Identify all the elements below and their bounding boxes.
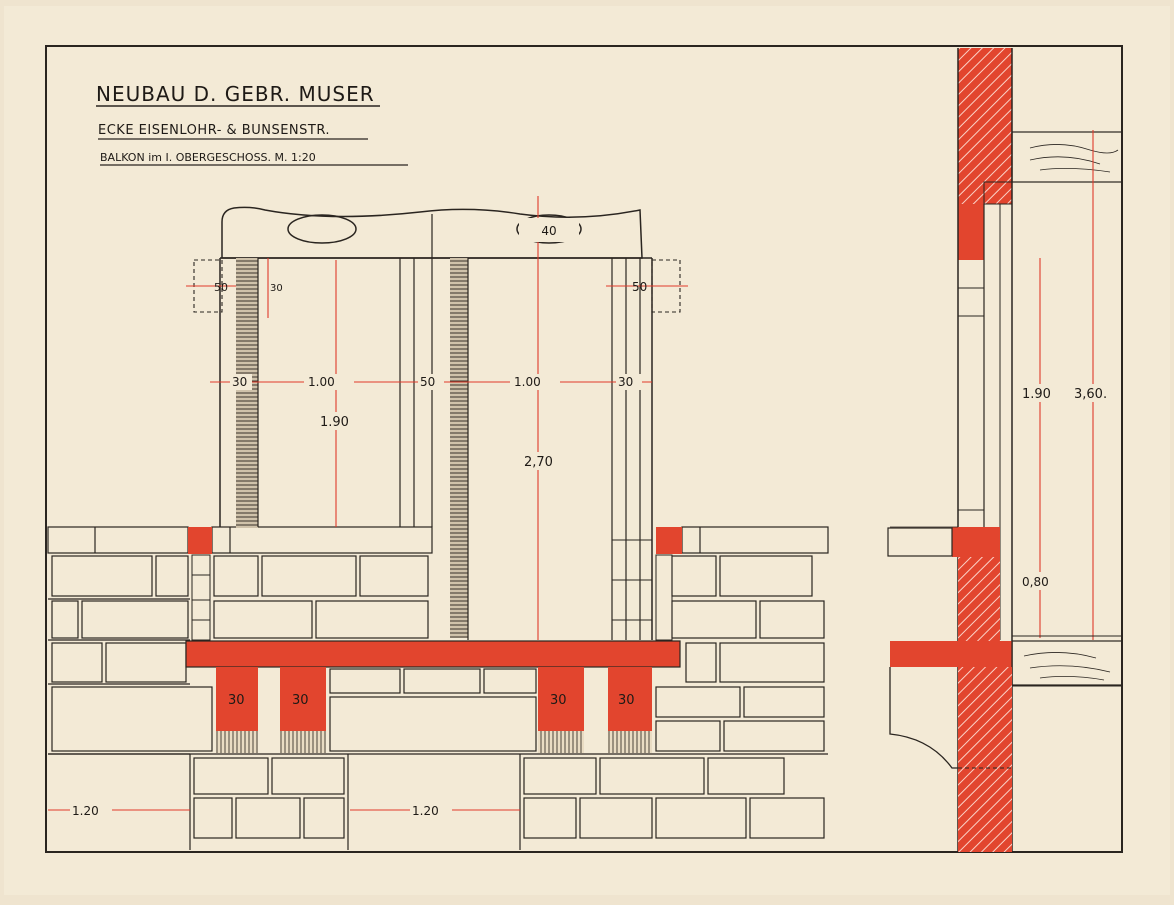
dim-100-b: 1.00 <box>514 375 541 389</box>
section-sill <box>952 527 1000 557</box>
wall-cap-right <box>656 527 682 554</box>
brackets <box>216 667 652 753</box>
dim-360: 3,60. <box>1074 387 1107 402</box>
dim-190-front: 1.90 <box>320 415 349 430</box>
bracket-4 <box>608 667 652 731</box>
jamb-left <box>236 258 258 528</box>
dim-100-a: 1.00 <box>308 375 335 389</box>
dim-30-top: 30 <box>270 283 283 294</box>
title-line-3: BALKON im I. OBERGESCHOSS. M. 1:20 <box>100 151 316 164</box>
dim-50-left: 50 <box>214 281 228 294</box>
bracket-2 <box>280 667 326 731</box>
bracket-label-4: 30 <box>618 693 635 708</box>
dim-50-right: 50 <box>632 280 647 294</box>
dim-120-left: 1.20 <box>72 804 99 818</box>
section-bracket-profile <box>889 667 958 769</box>
bracket-3 <box>538 667 584 731</box>
basement-masonry <box>48 753 828 850</box>
bracket-1 <box>216 667 258 731</box>
ceiling-joist-upper <box>1011 131 1123 183</box>
bracket-label-2: 30 <box>292 693 309 708</box>
dim-120-right: 1.20 <box>412 804 439 818</box>
dim-190-side: 1.90 <box>1022 387 1051 402</box>
section-wall-upper <box>958 48 1012 204</box>
bracket-label-1: 30 <box>228 693 245 708</box>
wall-cap-left <box>188 527 212 554</box>
dim-080: 0,80 <box>1022 575 1049 589</box>
drawing-frame <box>45 45 1123 853</box>
dim-50-mid: 50 <box>420 375 435 389</box>
title-line-1: NEUBAU D. GEBR. MUSER <box>96 82 375 106</box>
section-wall-lower <box>958 667 1012 852</box>
balcony-door-frame <box>191 206 681 641</box>
transom-ornament-right <box>516 214 582 244</box>
section-slab <box>890 641 1012 667</box>
dim-270: 2,70 <box>524 455 553 470</box>
title-block: NEUBAU D. GEBR. MUSER ECKE EISENLOHR- & … <box>96 82 408 166</box>
floor-joist-lower <box>1011 640 1123 686</box>
mullion-hatched <box>450 258 468 638</box>
title-line-2: ECKE EISENLOHR- & BUNSENSTR. <box>98 123 330 138</box>
dim-40: 40 <box>541 224 556 238</box>
bracket-label-3: 30 <box>550 693 567 708</box>
balcony-slab <box>185 640 681 668</box>
dim-30-a: 30 <box>232 375 247 389</box>
section-view <box>887 48 1123 852</box>
transom-ornament-left <box>287 214 357 244</box>
dim-30-b: 30 <box>618 375 633 389</box>
dimension-labels: 40 50 30 50 30 1.00 50 1.00 30 1.90 2,70… <box>70 218 1118 818</box>
